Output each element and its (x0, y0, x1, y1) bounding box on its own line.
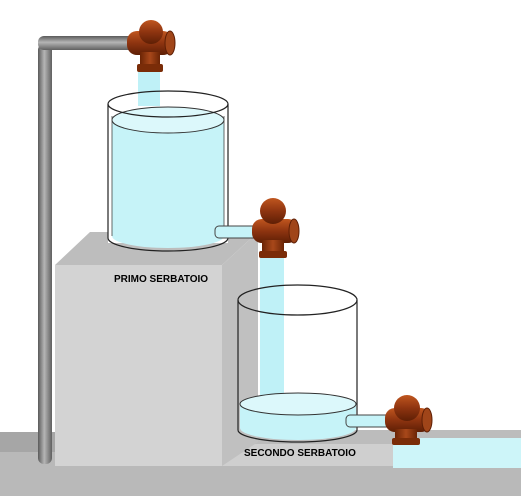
inflow-stream (138, 66, 160, 106)
second-tank-valve-icon[interactable] (385, 395, 433, 445)
pedestal (55, 232, 258, 466)
first-tank (107, 90, 229, 252)
first-tank-valve-icon[interactable] (252, 198, 300, 258)
supply-valve-icon[interactable] (127, 20, 176, 72)
second-tank-label: SECONDO SERBATOIO (244, 448, 356, 459)
first-tank-label: PRIMO SERBATOIO (114, 274, 208, 285)
supply-pipe (38, 36, 148, 464)
second-tank (237, 284, 358, 443)
outflow-basin (393, 438, 521, 468)
